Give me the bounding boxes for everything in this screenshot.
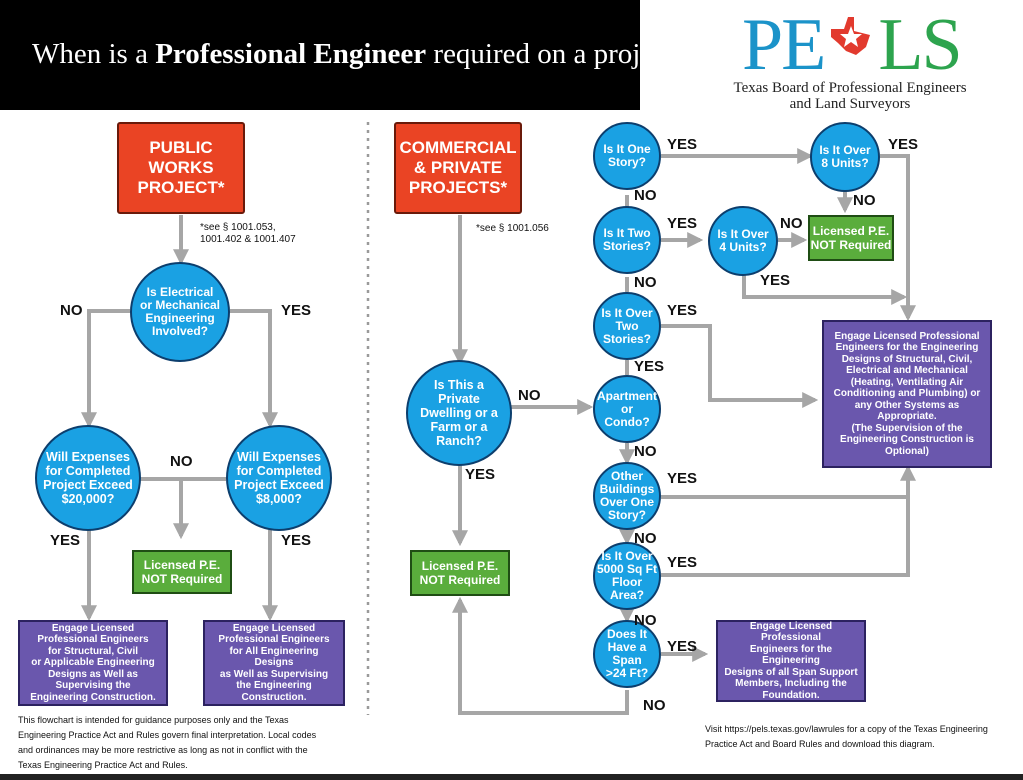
logo-subtitle: Texas Board of Professional Engineers an… bbox=[733, 80, 967, 112]
label-other-no: NO bbox=[634, 530, 657, 547]
question-electrical-mechanical: Is Electrical or Mechanical Engineering … bbox=[130, 262, 230, 362]
title-text: When is a bbox=[32, 38, 156, 70]
question-over-4-units: Is It Over 4 Units? bbox=[708, 206, 778, 276]
label-public-no: NO bbox=[60, 302, 83, 319]
label-two-yes: YES bbox=[667, 215, 698, 232]
public-engage-right: Engage Licensed Professional Engineers f… bbox=[203, 620, 345, 706]
label-span-no: NO bbox=[643, 697, 666, 714]
question-exceed-8000: Will Expenses for Completed Project Exce… bbox=[226, 425, 332, 531]
arrow-public-mid-no bbox=[138, 477, 226, 536]
label-private-no: NO bbox=[518, 387, 541, 404]
commercial-engage-main: Engage Licensed Professional Engineers f… bbox=[822, 320, 992, 468]
label-over4-yes: YES bbox=[760, 272, 791, 289]
public-works-start: PUBLIC WORKS PROJECT* bbox=[117, 122, 245, 214]
arrow-over4-yes bbox=[742, 275, 908, 305]
arrow-public-yes bbox=[230, 309, 278, 429]
question-other-buildings: Other Buildings Over One Story? bbox=[593, 462, 661, 530]
arrow-sqft-yes bbox=[661, 497, 910, 577]
public-not-required: Licensed P.E. NOT Required bbox=[132, 550, 232, 594]
question-two-stories: Is It Two Stories? bbox=[593, 206, 661, 274]
texas-star-icon bbox=[831, 17, 871, 55]
label-public-mid-no: NO bbox=[170, 453, 193, 470]
question-span-24ft: Does It Have a Span >24 Ft? bbox=[593, 620, 661, 688]
question-exceed-20000: Will Expenses for Completed Project Exce… bbox=[35, 425, 141, 531]
question-over-5000-sqft: Is It Over 5000 Sq Ft Floor Area? bbox=[593, 542, 661, 610]
label-over4-no: NO bbox=[780, 215, 803, 232]
label-public-left-yes: YES bbox=[50, 532, 81, 549]
label-other-yes: YES bbox=[667, 470, 698, 487]
label-one-no: NO bbox=[634, 187, 657, 204]
label-over-two-yes: YES bbox=[667, 302, 698, 319]
question-apartment-condo: Apartment or Condo? bbox=[593, 375, 661, 443]
arrow-over8-yes bbox=[880, 154, 916, 322]
label-public-right-yes: YES bbox=[281, 532, 312, 549]
label-apartment-yes: YES bbox=[634, 358, 665, 375]
label-private-yes: YES bbox=[465, 466, 496, 483]
label-over8-no: NO bbox=[853, 192, 876, 209]
question-over-8-units: Is It Over 8 Units? bbox=[810, 122, 880, 192]
label-one-yes: YES bbox=[667, 136, 698, 153]
visit-text: Visit https://pels.texas.gov/lawrules fo… bbox=[705, 724, 988, 749]
title-bold-text: Professional Engineer bbox=[155, 38, 427, 70]
private-not-required: Licensed P.E. NOT Required bbox=[410, 550, 510, 596]
bottom-strip bbox=[0, 774, 1023, 780]
label-sqft-yes: YES bbox=[667, 554, 698, 571]
disclaimer-text: This flowchart is intended for guidance … bbox=[18, 715, 317, 770]
arrow-span-no bbox=[452, 596, 629, 715]
question-private-dwelling: Is This a Private Dwelling or a Farm or … bbox=[406, 360, 512, 466]
label-span-yes: YES bbox=[667, 638, 698, 655]
question-one-story: Is It One Story? bbox=[593, 122, 661, 190]
page-title: When is a Professional Engineer required… bbox=[0, 0, 687, 110]
label-two-no: NO bbox=[634, 274, 657, 291]
logo-pe: PE bbox=[742, 4, 826, 86]
units-not-required: Licensed P.E. NOT Required bbox=[808, 215, 894, 261]
label-sqft-no: NO bbox=[634, 612, 657, 629]
label-apartment-no: NO bbox=[634, 443, 657, 460]
commercial-engage-span: Engage Licensed Professional Engineers f… bbox=[716, 620, 866, 702]
logo-ls: LS bbox=[878, 4, 962, 86]
arrow-over-two-yes bbox=[661, 324, 819, 408]
title-text-end: required on a project? bbox=[426, 38, 688, 70]
commercial-citation: *see § 1001.056 bbox=[476, 223, 549, 234]
public-citation: *see § 1001.053, 1001.402 & 1001.407 bbox=[200, 222, 296, 245]
commercial-start: COMMERCIAL & PRIVATE PROJECTS* bbox=[394, 122, 522, 214]
question-over-two-stories: Is It Over Two Stories? bbox=[593, 292, 661, 360]
label-public-yes: YES bbox=[281, 302, 312, 319]
arrow-other-yes bbox=[661, 464, 916, 499]
label-over8-yes: YES bbox=[888, 136, 919, 153]
arrow-public-no bbox=[81, 309, 130, 429]
public-engage-left: Engage Licensed Professional Engineers f… bbox=[18, 620, 168, 706]
